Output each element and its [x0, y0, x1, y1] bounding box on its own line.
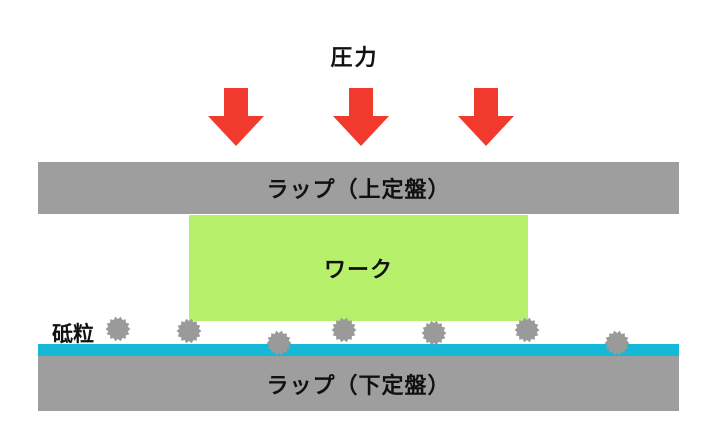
down-arrow-icon — [333, 88, 389, 146]
down-arrow-icon — [208, 88, 264, 146]
abrasive-label: 砥粒 — [52, 322, 94, 346]
upper-plate-label: ラップ（上定盤） — [266, 178, 451, 203]
lap-film — [38, 344, 679, 356]
abrasive-grain-icon — [331, 317, 357, 343]
workpiece-label: ワーク — [323, 258, 393, 283]
pressure-label: 圧力 — [330, 46, 379, 71]
upper-lap-plate: ラップ（上定盤） — [38, 162, 679, 214]
abrasive-grain-icon — [266, 330, 292, 356]
lower-lap-plate: ラップ（下定盤） — [38, 356, 679, 411]
abrasive-grain-icon — [421, 320, 447, 346]
abrasive-grain-icon — [514, 317, 540, 343]
lower-plate-label: ラップ（下定盤） — [266, 373, 451, 399]
workpiece: ワーク — [189, 215, 528, 321]
abrasive-grain-icon — [105, 316, 131, 342]
abrasive-grain-icon — [604, 330, 630, 356]
down-arrow-icon — [458, 88, 514, 146]
abrasive-grain-icon — [176, 318, 202, 344]
